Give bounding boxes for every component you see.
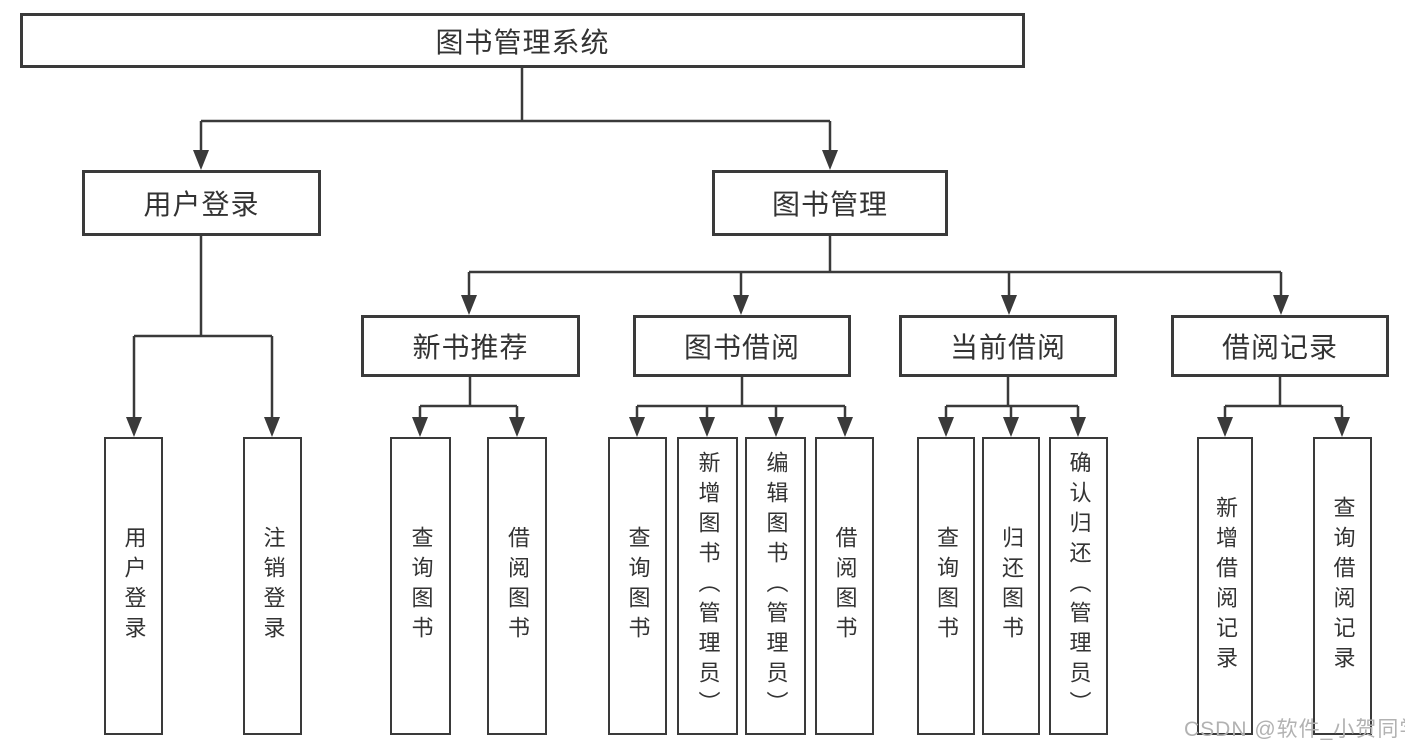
arrow-down-icon	[412, 417, 428, 437]
arrow-down-icon	[768, 417, 784, 437]
leaf-query-books-3-label: 查询图书	[934, 526, 959, 646]
arrow-down-icon	[126, 417, 142, 437]
leaf-query-books-3: 查询图书	[917, 437, 975, 735]
connector-book-mgmt-branch	[467, 236, 1283, 299]
node-new-book-recommend: 新书推荐	[361, 315, 580, 377]
leaf-add-books-admin: 新增图书（管理员）	[677, 437, 738, 735]
connector-user-login-branch	[132, 236, 274, 421]
arrow-down-icon	[938, 417, 954, 437]
arrow-down-icon	[1273, 295, 1289, 315]
node-book-borrow: 图书借阅	[633, 315, 851, 377]
arrow-down-icon	[1003, 417, 1019, 437]
arrow-down-icon	[699, 417, 715, 437]
leaf-borrow-books-2-label: 借阅图书	[832, 526, 858, 646]
arrow-down-icon	[1070, 417, 1086, 437]
root-node-label: 图书管理系统	[435, 26, 610, 58]
leaf-add-borrow-record: 新增借阅记录	[1197, 437, 1253, 735]
node-book-management-label: 图书管理	[771, 189, 888, 220]
arrow-down-icon	[1334, 417, 1350, 437]
node-new-book-recommend-label: 新书推荐	[412, 332, 529, 363]
leaf-edit-books-admin-label: 编辑图书（管理员）	[763, 451, 789, 721]
leaf-query-borrow-record-label: 查询借阅记录	[1330, 496, 1356, 676]
node-current-borrow-label: 当前借阅	[949, 332, 1066, 363]
connector-book-borrow-branch	[635, 377, 847, 421]
leaf-borrow-books-1-label: 借阅图书	[505, 526, 530, 646]
leaf-borrow-books-1: 借阅图书	[487, 437, 547, 735]
root-node-library-system: 图书管理系统	[20, 13, 1025, 68]
arrow-down-icon	[1001, 295, 1017, 315]
node-current-borrow: 当前借阅	[899, 315, 1117, 377]
arrowheads	[126, 150, 1350, 437]
node-borrow-records-label: 借阅记录	[1221, 332, 1338, 363]
leaf-borrow-books-2: 借阅图书	[815, 437, 874, 735]
leaf-query-books-2-label: 查询图书	[625, 526, 651, 646]
node-user-login: 用户登录	[82, 170, 321, 236]
arrow-down-icon	[193, 150, 209, 170]
leaf-query-borrow-record: 查询借阅记录	[1313, 437, 1372, 735]
arrow-down-icon	[1217, 417, 1233, 437]
connector-current-borrow-branch	[944, 377, 1080, 421]
node-user-login-label: 用户登录	[143, 189, 260, 220]
arrow-down-icon	[461, 295, 477, 315]
leaf-logout-label: 注销登录	[260, 526, 286, 646]
leaf-user-login-label: 用户登录	[121, 526, 147, 646]
leaf-confirm-return-admin: 确认归还（管理员）	[1049, 437, 1108, 735]
leaf-add-books-admin-label: 新增图书（管理员）	[695, 451, 721, 721]
connector-new-book-branch	[418, 377, 519, 421]
leaf-return-books: 归还图书	[982, 437, 1040, 735]
leaf-edit-books-admin: 编辑图书（管理员）	[745, 437, 806, 735]
connector-borrow-records-branch	[1223, 377, 1344, 421]
arrow-down-icon	[733, 295, 749, 315]
node-borrow-records: 借阅记录	[1171, 315, 1389, 377]
leaf-return-books-label: 归还图书	[999, 526, 1024, 646]
leaf-query-books-1: 查询图书	[390, 437, 451, 735]
leaf-query-books-1-label: 查询图书	[408, 526, 434, 646]
connector-root-to-level2	[199, 68, 832, 154]
leaf-user-login: 用户登录	[104, 437, 163, 735]
leaf-logout: 注销登录	[243, 437, 302, 735]
arrow-down-icon	[629, 417, 645, 437]
node-book-management: 图书管理	[712, 170, 948, 236]
leaf-query-books-2: 查询图书	[608, 437, 667, 735]
arrow-down-icon	[509, 417, 525, 437]
arrow-down-icon	[822, 150, 838, 170]
arrow-down-icon	[837, 417, 853, 437]
csdn-watermark: CSDN @软件_小贺同学	[1184, 718, 1405, 741]
arrow-down-icon	[264, 417, 280, 437]
node-book-borrow-label: 图书借阅	[683, 332, 800, 363]
leaf-add-borrow-record-label: 新增借阅记录	[1213, 496, 1238, 676]
leaf-confirm-return-admin-label: 确认归还（管理员）	[1066, 451, 1092, 721]
